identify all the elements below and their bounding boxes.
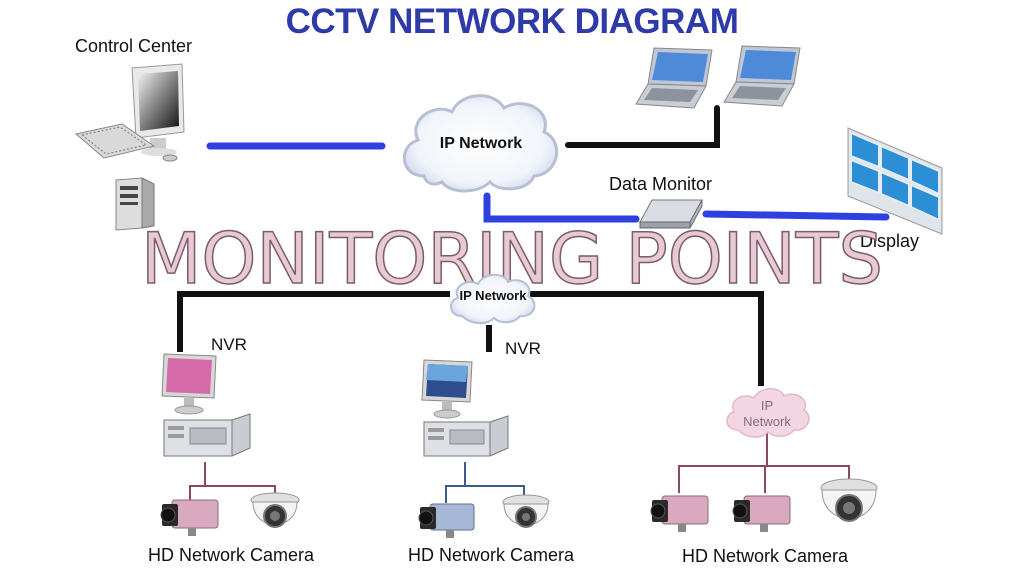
link-ipnetwork-to-datamonitor	[483, 192, 640, 223]
label-camera-center: HD Network Camera	[408, 545, 575, 565]
diagram-title: CCTV NETWORK DIAGRAM	[285, 2, 739, 41]
laptop-icon	[723, 45, 801, 107]
label-data-monitor: Data Monitor	[609, 174, 713, 194]
box-camera-icon	[732, 495, 791, 532]
nvr-monitor-icon	[421, 359, 473, 419]
pc-tower-icon	[115, 177, 155, 231]
label-nvr-left: NVR	[211, 335, 247, 354]
link-nvr-left-cameras	[189, 462, 206, 500]
cloud-icon: IP Network	[402, 94, 559, 193]
link-ipnetwork-to-nvr-left	[177, 291, 450, 352]
link-nvr-center-cameras	[445, 462, 466, 503]
desktop-computer-icon	[74, 63, 185, 162]
dome-camera-icon	[820, 478, 878, 522]
box-camera-icon	[418, 503, 475, 538]
cloud-main-label: IP Network	[440, 135, 523, 152]
box-camera-icon	[160, 499, 219, 536]
label-nvr-center: NVR	[505, 339, 541, 358]
box-camera-icon	[650, 495, 709, 532]
cloud-small-label-line2: Network	[743, 414, 791, 429]
link-ipnetwork-to-right-cloud	[530, 291, 764, 386]
label-camera-left: HD Network Camera	[148, 545, 315, 565]
nvr-monitor-icon	[161, 353, 217, 415]
dome-camera-icon	[502, 494, 550, 528]
label-control-center: Control Center	[75, 36, 193, 56]
nvr-server-icon	[423, 415, 509, 457]
link-ipnetwork-to-laptops	[565, 105, 720, 148]
nvr-server-icon	[163, 413, 251, 457]
cloud-icon: IP Network	[726, 388, 810, 438]
cloud-mid-label: IP Network	[460, 288, 528, 303]
link-nvr-center-dome	[465, 485, 525, 498]
link-datamonitor-to-display	[702, 210, 890, 221]
dome-camera-icon	[250, 492, 300, 528]
data-monitor-device-icon	[639, 199, 703, 229]
laptop-icon	[635, 47, 713, 109]
label-display: Display	[860, 231, 920, 251]
cloud-small-label-line1: IP	[761, 398, 773, 413]
display-wall-icon	[847, 127, 943, 235]
label-camera-right: HD Network Camera	[682, 546, 849, 566]
cloud-icon: IP Network	[450, 273, 536, 324]
